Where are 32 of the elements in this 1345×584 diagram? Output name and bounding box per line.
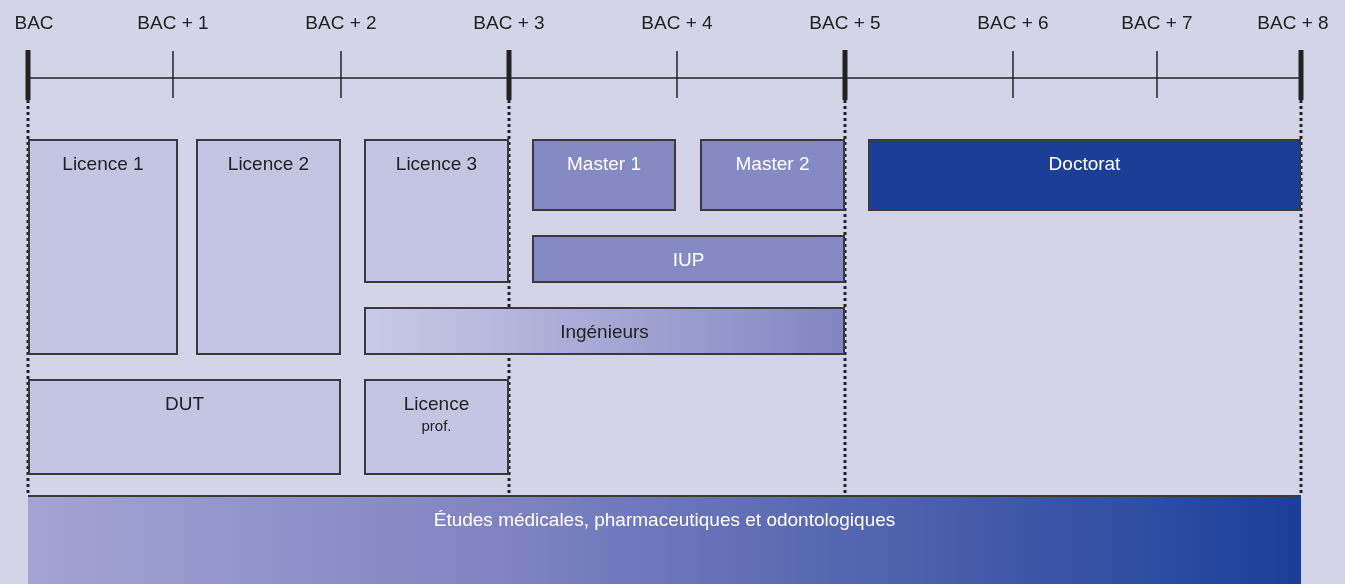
box-title: Études médicales, pharmaceutiques et odontologiques [432,509,897,531]
program-box [196,139,341,355]
program-box [364,139,509,283]
program-box [28,495,1301,584]
program-box [364,379,509,475]
axis-label: BAC [14,12,54,34]
program-box [700,139,845,211]
program-box [868,139,1301,211]
axis-label: BAC + 7 [1121,12,1193,34]
box-title: Master 1 [566,153,642,175]
axis-label: BAC + 6 [977,12,1049,34]
axis-label: BAC + 5 [809,12,881,34]
box-title: Ingénieurs [559,321,650,343]
box-title: Licence 1 [61,153,145,175]
axis-label: BAC + 1 [137,12,209,34]
axis-label: BAC + 2 [305,12,377,34]
box-subtitle: prof. [420,417,453,434]
axis-label: BAC + 8 [1257,12,1329,34]
box-title: IUP [671,249,706,271]
box-title: Doctorat [1047,153,1122,175]
program-box [28,139,178,355]
box-title: Master 2 [734,153,811,175]
box-title: Licence 3 [394,153,479,175]
program-box [28,379,341,475]
box-title: DUT [163,393,206,415]
axis-label: BAC + 3 [473,12,545,34]
program-box [532,235,845,283]
axis-label: BAC + 4 [641,12,713,34]
box-title: Licence 2 [226,153,311,175]
program-box [532,139,676,211]
program-box [364,307,845,355]
box-title: Licence [402,393,471,415]
